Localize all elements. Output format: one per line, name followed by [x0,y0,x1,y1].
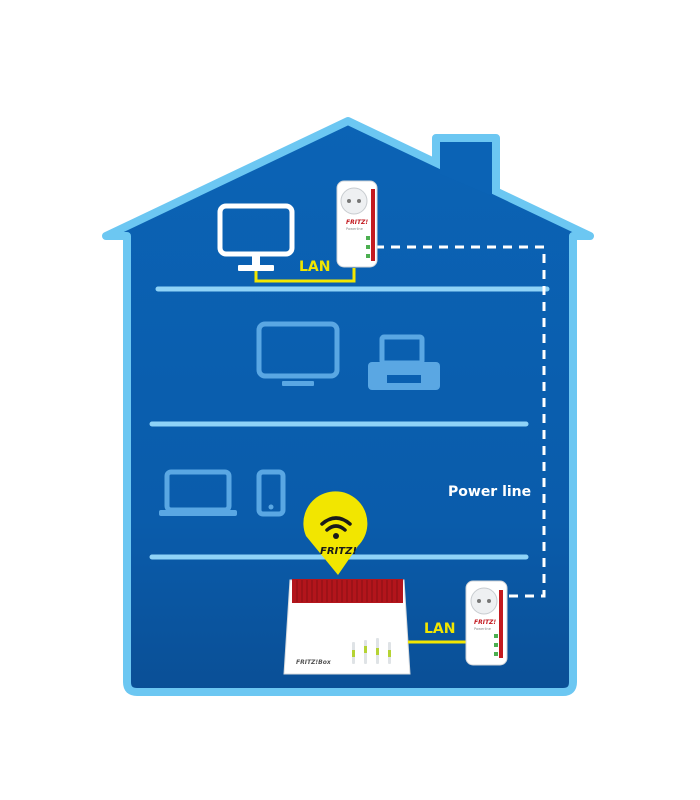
plug-lower-sub: Powerline [474,627,491,631]
router-status-leds [352,638,391,664]
lan-label-upper: LAN [299,259,330,275]
fritzbox-router: FRITZ!Box [283,579,411,675]
printer-icon [368,334,440,390]
wifi-dot [333,533,339,539]
laptop-icon [159,469,237,516]
wifi-arc-outer [320,516,352,526]
plug-upper-sub: Powerline [346,227,363,231]
power-line-cable [375,245,546,598]
house-body [102,117,594,696]
badge-text: FRITZ! [320,546,357,557]
wifi-arc-mid [325,524,347,532]
lan-cable-upper [254,268,356,283]
powerline-adapter-lower: FRITZ! Powerline [465,580,508,666]
tv-icon [256,321,340,386]
lan-label-lower: LAN [424,621,455,637]
monitor-icon [217,203,295,271]
wifi-badge: FRITZ! [303,491,368,575]
plug-upper-brand: FRITZ! [346,219,368,226]
chimney-cover [440,142,492,196]
power-line-label: Power line [448,484,531,500]
plug-lower-brand: FRITZ! [474,619,496,626]
router-brand: FRITZ!Box [296,659,332,666]
house [102,117,594,696]
powerline-adapter-upper: FRITZ! Powerline [336,180,378,268]
smartphone-icon [256,469,286,517]
